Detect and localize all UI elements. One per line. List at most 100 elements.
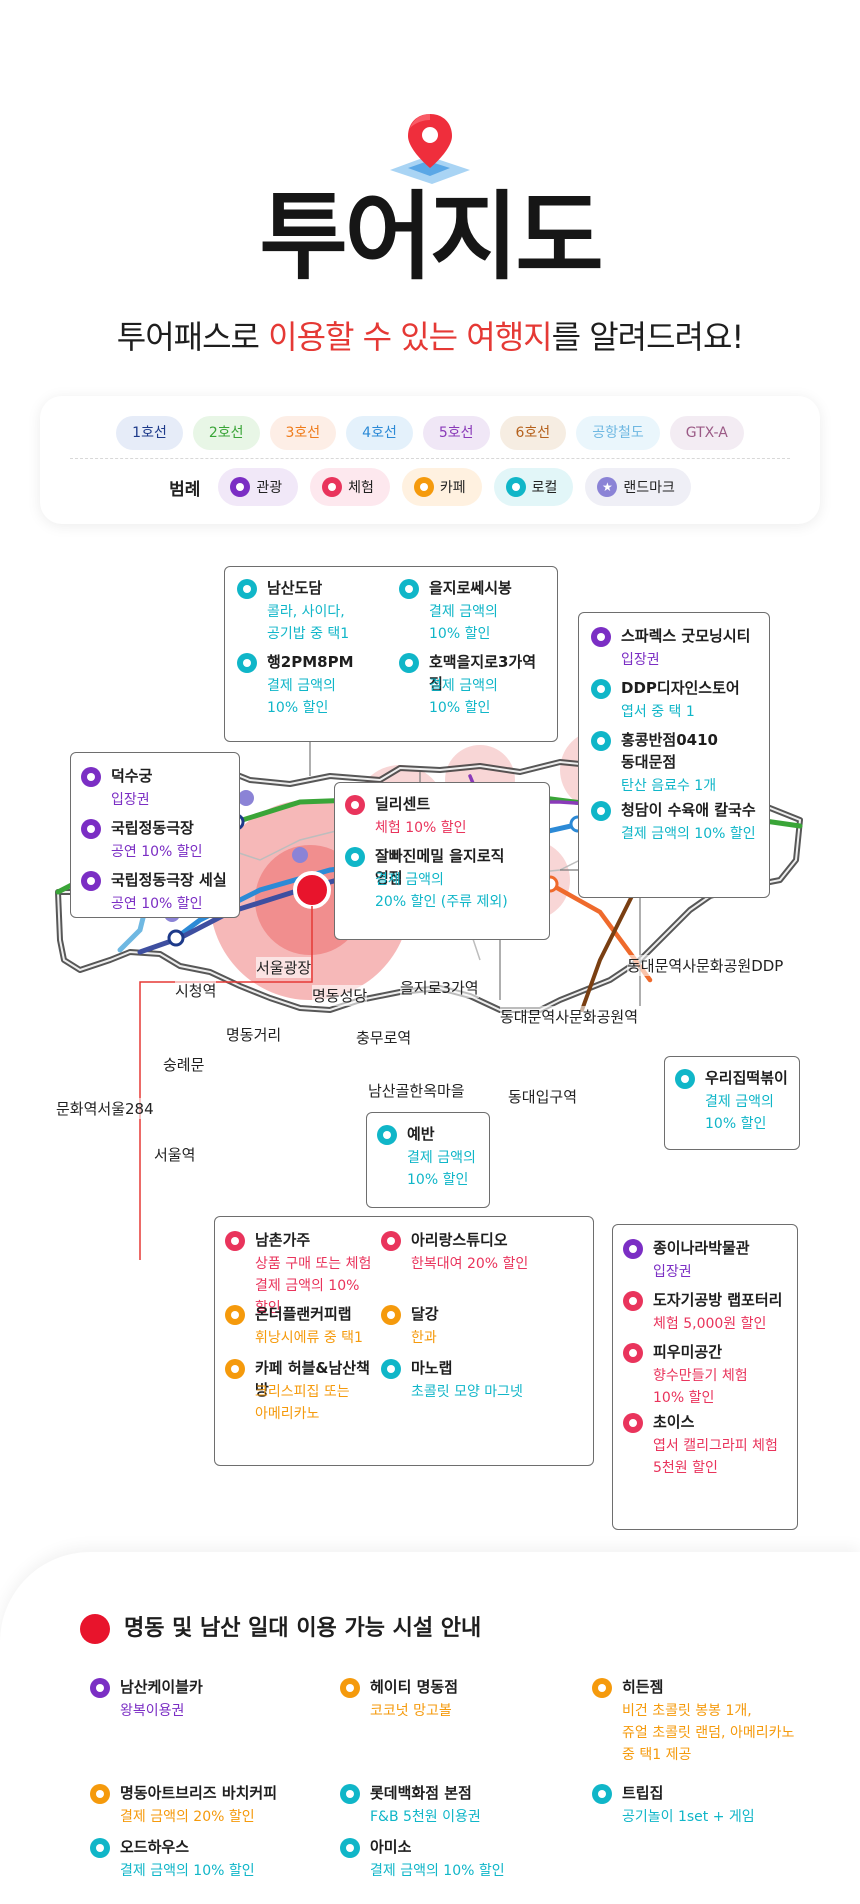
place-name: 잘빠진메밀 을지로직영점 (375, 847, 505, 887)
place-benefit: 결제 금액의 20% 할인 (120, 1809, 255, 1825)
landmark-star-icon: ★ (597, 477, 618, 497)
category-chip-label: 로컬 (531, 480, 558, 496)
place-benefit: 엽서 중 택 1 (621, 704, 695, 720)
station-label: 동대문역사문화공원DDP (627, 955, 784, 976)
tour-pin-icon (81, 871, 101, 891)
place-name: 트립집 (622, 1784, 664, 1802)
category-legend: 범례 관광 체험 카페 로컬 ★ 랜드마크 (40, 468, 820, 506)
local-pin-icon (237, 579, 257, 599)
cafe-pin-icon (381, 1305, 401, 1325)
cafe-pin-icon (90, 1784, 110, 1804)
category-chip: 카페 (401, 468, 482, 506)
station-label: 명동거리 (226, 1024, 282, 1045)
place-name: 을지로쎄시봉 (429, 579, 512, 597)
page-title: 투어지도 (259, 181, 603, 293)
tour-pin-icon (81, 767, 101, 787)
category-legend-title: 범례 (169, 479, 201, 500)
station-label: 을지로3가역 (400, 977, 479, 998)
place-name: 행2PM8PM (267, 653, 354, 671)
line-chip: 3호선 (269, 416, 337, 450)
line-chip: 공항철도 (576, 416, 660, 450)
category-chip-label: 카페 (439, 480, 466, 496)
subtitle-text-1: 투어패스로 (116, 318, 269, 356)
place-benefit: 상품 구매 또는 체험 결제 금액의 10% 할인 (255, 1256, 372, 1316)
local-pin-icon (592, 1784, 612, 1804)
place-benefit: 체험 10% 할인 (375, 820, 467, 836)
local-pin-icon (237, 653, 257, 673)
line-chip: 1호선 (116, 416, 183, 450)
facilities-title-dot (80, 1614, 110, 1644)
place-name: 롯데백화점 본점 (370, 1784, 472, 1802)
station-label: 문화역서울284 (56, 1098, 154, 1119)
place-name: 덕수궁 (111, 767, 153, 785)
station-label: 남산골한옥마을 (368, 1080, 465, 1101)
place-name: 딜리센트 (375, 795, 431, 813)
subtitle-highlight: 이용할 수 있는 여행지 (268, 318, 552, 356)
place-benefit: F&B 5천원 이용권 (370, 1809, 481, 1825)
place-benefit: 입장권 (653, 1264, 692, 1280)
landmark-myeongdong-street (292, 847, 308, 863)
place-name: 온더플랜커피랩 (255, 1305, 352, 1323)
station-label: 서울역 (154, 1144, 196, 1165)
place-name: DDP디자인스토어 (621, 679, 740, 697)
station-label: 동대입구역 (508, 1086, 578, 1107)
place-benefit: 향수만들기 체험 10% 할인 (653, 1368, 748, 1406)
cafe-pin-icon (225, 1305, 245, 1325)
local-pin-icon (399, 653, 419, 673)
place-name: 마노랩 (411, 1359, 453, 1377)
station-label: 동대문역사문화공원역 (500, 1006, 639, 1027)
category-chip: 체험 (310, 468, 390, 506)
place-name: 남촌가주 (255, 1231, 311, 1249)
place-benefit: 결제 금액의 10% 할인 (705, 1094, 774, 1132)
line-chip: 5호선 (422, 416, 490, 450)
cafe-pin-icon (592, 1678, 612, 1698)
local-pin-icon (90, 1838, 110, 1858)
category-chip: 관광 (218, 468, 299, 506)
category-chip-label: 랜드마크 (623, 480, 675, 496)
place-benefit: 초콜릿 모양 마그넷 (411, 1384, 523, 1400)
local-pin-icon (381, 1359, 401, 1379)
place-benefit: 탄산 음료수 1개 (621, 778, 717, 794)
category-chip: 로컬 (493, 468, 574, 506)
place-benefit: 공연 10% 할인 (111, 844, 203, 860)
place-benefit: 한복대여 20% 할인 (411, 1256, 529, 1272)
map-pin-hero-icon (390, 114, 470, 184)
line-chip: GTX-A (669, 416, 744, 450)
category-chip-label: 체험 (348, 480, 374, 496)
place-name: 아리랑스튜디오 (411, 1231, 508, 1249)
local-pin-icon (377, 1125, 397, 1145)
place-name: 피우미공간 (653, 1343, 723, 1361)
experience-pin-icon (381, 1231, 401, 1251)
local-pin-icon (591, 801, 611, 821)
place-name: 초이스 (653, 1413, 695, 1431)
experience-pin-icon (345, 795, 365, 815)
local-pin-icon (591, 731, 611, 751)
pin-icon (322, 477, 343, 497)
place-benefit: 결제 금액의 10% 할인 (621, 826, 756, 842)
place-name: 청담이 수육애 칼국수 (621, 801, 756, 819)
place-name: 스파렉스 굿모닝시티 (621, 627, 751, 645)
pin-icon (230, 477, 251, 497)
pin-icon (413, 477, 434, 497)
place-benefit: 비건 초콜릿 봉봉 1개, 쥬얼 초콜릿 랜덤, 아메리카노 중 택1 제공 (622, 1703, 795, 1763)
place-name: 국립정동극장 (111, 819, 194, 837)
place-benefit: 엽서 캘리그라피 체험 5천원 할인 (653, 1438, 778, 1476)
place-benefit: 결제 금액의 10% 할인 (267, 678, 336, 716)
red-connector-line (139, 906, 313, 1260)
station-label: 시청역 (175, 980, 217, 1001)
experience-pin-icon (225, 1231, 245, 1251)
station-label: 숭례문 (163, 1054, 205, 1075)
tour-pin-icon (81, 819, 101, 839)
subtitle-text-2: 를 알려드려요! (551, 318, 745, 356)
place-name: 카페 허블&남산책방 (255, 1359, 370, 1399)
place-benefit: 코코넛 망고볼 (370, 1703, 452, 1719)
local-pin-icon (340, 1784, 360, 1804)
place-benefit: 결제 금액의 20% 할인 (주류 제외) (375, 872, 508, 910)
place-benefit: 한과 (411, 1330, 437, 1346)
